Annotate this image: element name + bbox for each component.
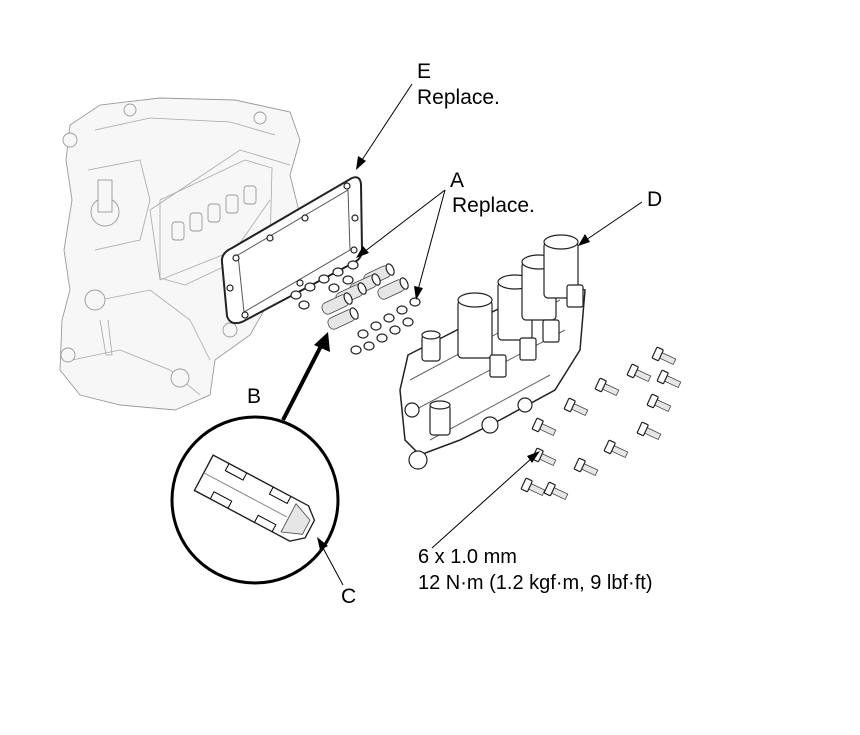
- detail-view-b: [170, 415, 340, 585]
- callout-e-note: Replace.: [417, 86, 500, 109]
- bolts: [520, 346, 682, 501]
- case-ports: [171, 185, 257, 241]
- solenoid-1: [457, 292, 493, 359]
- leader-lines: [281, 83, 643, 586]
- callout-d-letter: D: [647, 188, 663, 211]
- callout-c-letter: C: [341, 585, 357, 608]
- solenoid-4: [543, 234, 579, 299]
- callout-e-letter: E: [417, 60, 432, 83]
- callout-a-letter: A: [450, 169, 465, 192]
- filters: [321, 263, 409, 330]
- callout-b-letter: B: [247, 385, 262, 408]
- bolt-size-spec: 6 x 1.0 mm: [418, 546, 517, 568]
- callout-a-note: Replace.: [452, 194, 535, 217]
- o-rings-a: [290, 260, 421, 355]
- gasket-bolt-holes: [226, 182, 359, 319]
- bolt-torque-spec: 12 N·m (1.2 kgf·m, 9 lbf·ft): [418, 572, 653, 594]
- solenoid-valve-body-d: [399, 234, 586, 470]
